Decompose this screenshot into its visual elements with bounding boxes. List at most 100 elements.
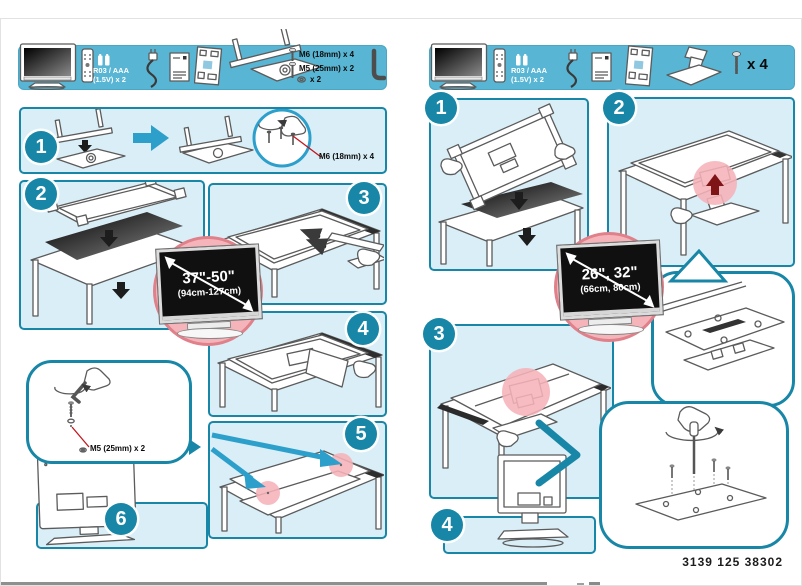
m5-screw-label: M5 (25mm) x 2 (90, 444, 146, 453)
tv-icon (430, 43, 488, 90)
washer-icon (79, 447, 87, 453)
step-badge-4: 4 (347, 313, 379, 345)
stand-frame-and-base-icon (229, 29, 322, 82)
tv-size-badge-right: 26", 32" (66cm, 80cm) (554, 232, 670, 350)
step1-illustration (49, 107, 322, 169)
battery-icon (516, 54, 528, 66)
mount-plate-illustration (659, 281, 785, 371)
remote-control-icon (81, 48, 94, 83)
battery-icon (98, 54, 110, 66)
page-edge-line (1, 582, 547, 585)
screw-m6-label: M6 (18mm) x 4 (299, 50, 355, 59)
diagonal-arrow-icon (164, 256, 254, 312)
screw-qty-label: x 4 (747, 56, 768, 73)
step-badge-3: 3 (423, 318, 455, 350)
step-badge-3: 3 (348, 182, 380, 214)
pedestal-stand-icon (666, 46, 722, 86)
screw-m5-label: M5 (25mm) x 2 (299, 64, 355, 73)
washer-icon (67, 418, 75, 424)
pointer-chevron (535, 419, 581, 487)
down-arrow-icon (100, 230, 118, 247)
battery-label: R03 / AAA(1.5V) x 2 (511, 66, 547, 84)
quick-start-poster-icon (625, 45, 654, 87)
page-edge-mark (577, 583, 584, 585)
instruction-sheet: R03 / AAA(1.5V) x 2 M6 (18mm) x 4 (0, 18, 802, 586)
user-manual-icon (169, 52, 190, 82)
diagonal-arrow-icon (565, 252, 655, 308)
tv-size-badge-left: 37"-50" (94cm-127cm) (153, 236, 269, 354)
blue-arrow-icon (133, 125, 169, 151)
battery-label: R03 / AAA(1.5V) x 2 (93, 66, 129, 84)
down-arrow-icon (518, 228, 536, 246)
screwdriver-detail-bubble (599, 401, 789, 549)
stand-frame-and-base-icon (49, 107, 254, 169)
allen-key-icon (70, 381, 87, 404)
step-badge-6: 6 (105, 503, 137, 535)
hand-icon (677, 406, 711, 433)
mount-detail-bubble (651, 271, 795, 407)
step-box-left-1: M6 (18mm) x 4 (19, 107, 387, 174)
power-cord-icon (566, 49, 578, 88)
size-tv-base (177, 328, 243, 339)
size-tv-base (578, 324, 644, 335)
step5-illustration (210, 432, 385, 534)
pointer-line (71, 426, 90, 448)
pedestal-base (690, 202, 760, 226)
hand-icon (352, 360, 377, 379)
parts-band-right (429, 45, 795, 90)
size-tv-screen: 26", 32" (66cm, 80cm) (556, 239, 664, 321)
quick-start-poster-icon (194, 46, 223, 86)
user-manual-icon (591, 52, 612, 82)
stand-highlight (502, 368, 550, 416)
step-badge-1: 1 (425, 92, 457, 124)
step-badge-5: 5 (345, 418, 377, 450)
blue-arrow-icon (320, 449, 342, 467)
down-arrow-icon (510, 192, 528, 210)
down-arrow-icon (112, 282, 130, 299)
step-box-right-1 (429, 98, 589, 271)
hand-icon (280, 115, 307, 137)
hand-icon (83, 367, 111, 391)
rotate-arrow-icon (258, 119, 288, 131)
rotate-arrow-icon (665, 426, 724, 442)
stand-base-plate (305, 348, 349, 388)
page-edge-mark (589, 582, 600, 585)
screw-icon (68, 401, 74, 417)
bubble-tail (189, 439, 201, 455)
rotate-arrow-icon (54, 383, 92, 395)
stand-bracket (683, 339, 775, 371)
allen-key-icon (371, 48, 386, 81)
screw-icon (732, 51, 741, 74)
step-badge-2: 2 (603, 92, 635, 124)
tv-panel (50, 181, 186, 225)
step-badge-4: 4 (431, 509, 463, 541)
callout-connector (667, 249, 729, 283)
r-step1-illustration (438, 103, 584, 267)
step4-illustration (217, 332, 383, 412)
screw-icon (289, 48, 296, 61)
screwdriver-illustration (635, 406, 767, 521)
insert-arrow-icon (706, 174, 724, 195)
step-box-right-2 (607, 97, 795, 267)
assembled-tv-rear (497, 454, 569, 548)
tv-panel (227, 210, 369, 264)
size-tv-screen: 37"-50" (94cm-127cm) (155, 243, 263, 325)
power-cord-icon (146, 49, 158, 88)
mount-plate (665, 307, 785, 351)
screwdriver-icon (689, 421, 699, 437)
screw-icon (289, 62, 296, 78)
mount-plate (635, 483, 767, 521)
screw-detail-bubble: M5 (25mm) x 2 (26, 360, 201, 464)
step-badge-2: 2 (25, 178, 57, 210)
hand-icon (670, 207, 693, 225)
blue-arrow-icon (244, 471, 266, 489)
washer-icon (297, 76, 306, 83)
hand-icon (554, 142, 576, 160)
pointer-line (292, 135, 322, 158)
document-number: 3139 125 38302 (682, 555, 783, 569)
remote-control-icon (493, 48, 506, 83)
washer-qty-label: x 2 (310, 75, 322, 84)
screw-icon (669, 458, 731, 480)
magnify-callout-circle (252, 108, 312, 168)
hand-icon (496, 430, 519, 448)
